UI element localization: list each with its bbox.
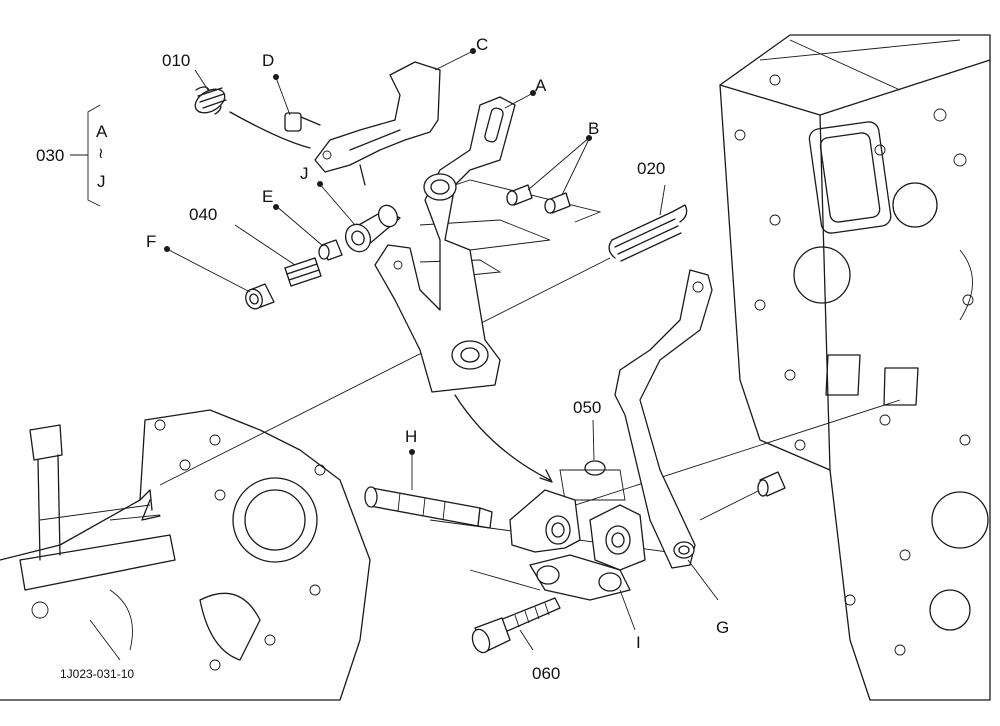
part-c-plate bbox=[314, 61, 441, 186]
figure-code: 1J023-031-10 bbox=[60, 667, 135, 681]
part-010-spring bbox=[194, 86, 311, 149]
part-050-ring bbox=[559, 460, 626, 501]
callout-030: 030 bbox=[36, 146, 65, 165]
callout-e: E bbox=[262, 187, 274, 206]
callout-020: 020 bbox=[637, 159, 666, 178]
part-g-lever bbox=[614, 269, 713, 569]
callout-f: F bbox=[146, 232, 157, 251]
assembly-arrows bbox=[141, 394, 553, 521]
part-a-fork-lever bbox=[374, 96, 516, 393]
callout-a: A bbox=[535, 76, 547, 95]
callout-010: 010 bbox=[162, 51, 191, 70]
engine-block bbox=[719, 34, 991, 701]
part-060-bolt bbox=[471, 597, 561, 654]
callout-i: I bbox=[636, 633, 641, 652]
part-j-sleeve bbox=[344, 204, 401, 253]
bracket-tilde: ≀ bbox=[98, 145, 104, 162]
part-b-pins bbox=[506, 184, 571, 214]
bracket-top-label: A bbox=[96, 122, 108, 141]
bracket-bottom-label: J bbox=[97, 172, 106, 191]
part-d-screw bbox=[284, 112, 321, 132]
callout-g: G bbox=[716, 618, 730, 637]
callout-h: H bbox=[405, 427, 418, 446]
callout-d: D bbox=[262, 51, 275, 70]
callout-040: 040 bbox=[189, 205, 218, 224]
part-h-shaft bbox=[364, 486, 493, 529]
gear-case bbox=[0, 409, 371, 701]
part-020-spring bbox=[608, 204, 688, 262]
leader-lines bbox=[70, 48, 719, 651]
part-i-bracket bbox=[509, 489, 646, 601]
callout-060: 060 bbox=[532, 664, 561, 683]
callout-b: B bbox=[588, 119, 600, 138]
callout-j: J bbox=[300, 164, 309, 183]
callout-c: C bbox=[476, 35, 489, 54]
part-e-plunger bbox=[318, 239, 343, 261]
callout-050: 050 bbox=[573, 398, 602, 417]
bushing bbox=[757, 471, 786, 497]
part-040-spring bbox=[284, 257, 322, 287]
part-f-plug bbox=[245, 283, 275, 310]
